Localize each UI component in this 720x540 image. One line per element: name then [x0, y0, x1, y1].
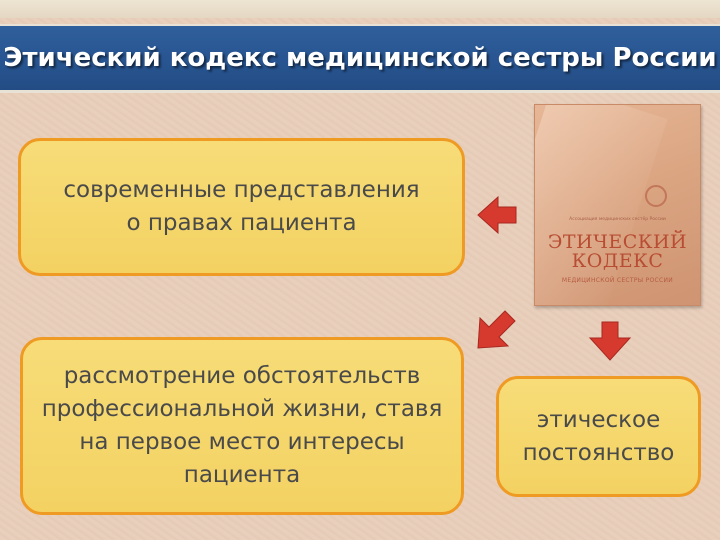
constancy-box: этическое постоянство [496, 376, 701, 497]
code-book-cover: Ассоциация медицинских сестёр России ЭТИ… [534, 104, 701, 306]
book-subtitle: МЕДИЦИНСКОЙ СЕСТРЫ РОССИИ [561, 277, 674, 284]
book-shade [535, 105, 668, 305]
emblem-icon [645, 185, 667, 207]
title-bar: Этический кодекс медицинской сестры Росс… [0, 24, 720, 93]
arrow-down-left-icon [477, 310, 516, 349]
top-frame [0, 0, 720, 18]
rights-text: современные представления о правах пацие… [63, 177, 420, 236]
arrow-left-icon [477, 195, 517, 235]
circumstances-text: рассмотрение обстоятельств профессиональ… [41, 363, 443, 488]
book-title: ЭТИЧЕСКИЙ КОДЕКС [547, 231, 688, 272]
book-small-text: Ассоциация медицинских сестёр России [569, 217, 666, 222]
arrow-down-icon [588, 321, 632, 361]
slide-title: Этический кодекс медицинской сестры Росс… [3, 43, 717, 73]
constancy-text: этическое постоянство [522, 406, 675, 466]
rights-box: современные представления о правах пацие… [18, 138, 465, 276]
circumstances-box: рассмотрение обстоятельств профессиональ… [20, 337, 464, 515]
